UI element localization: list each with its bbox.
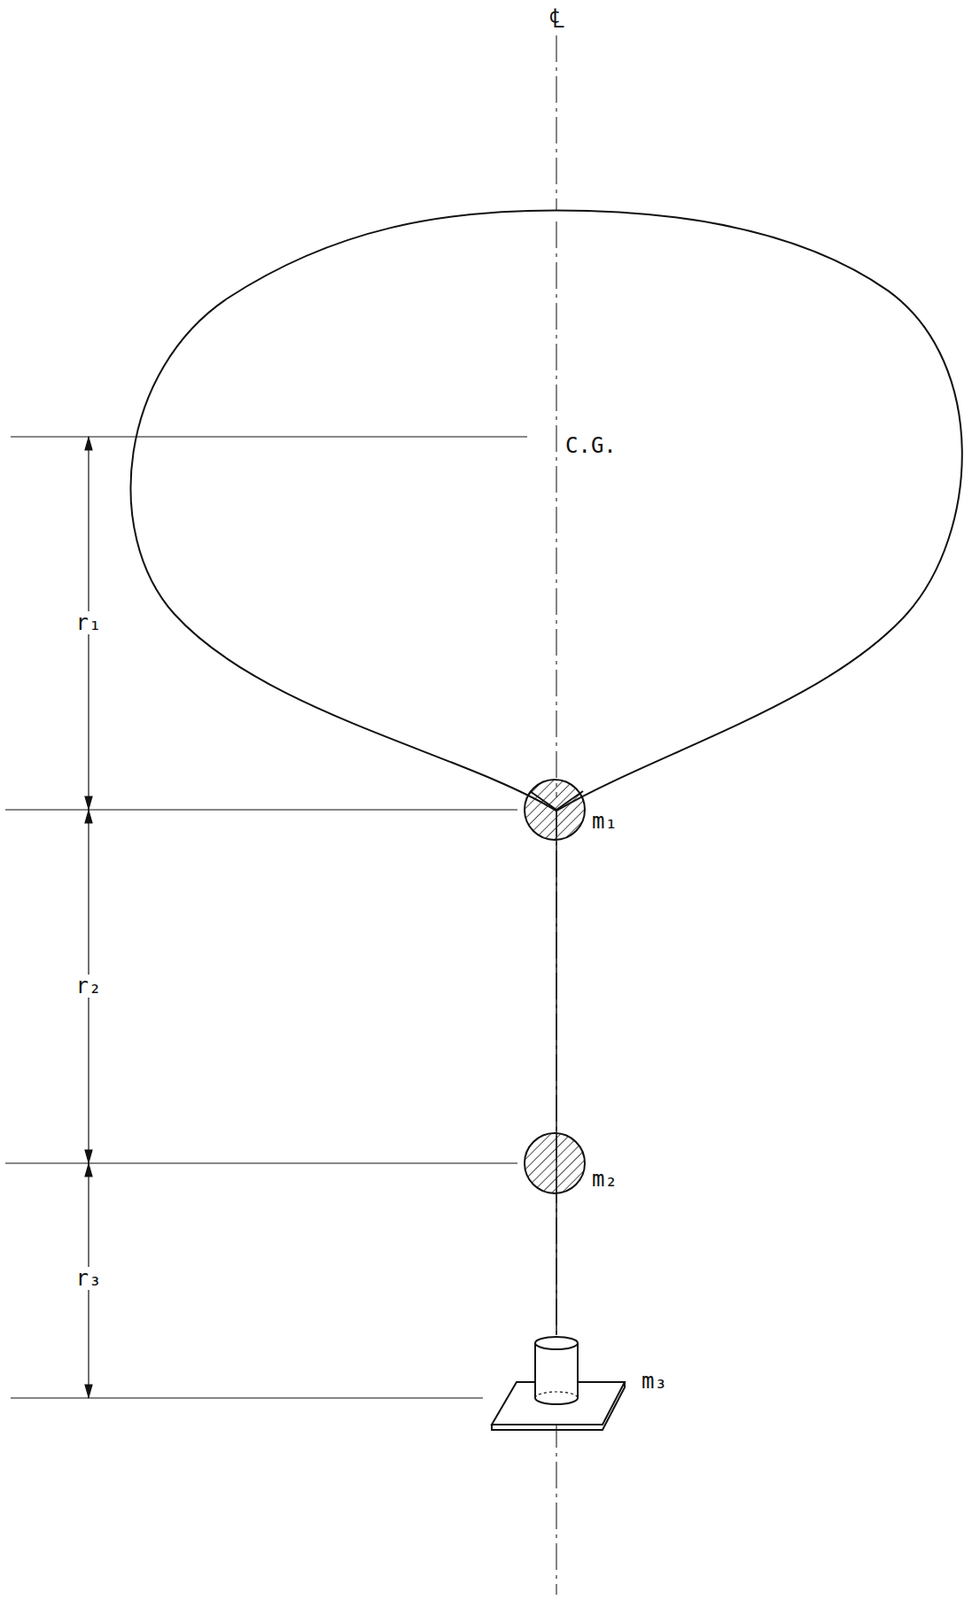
- payload-cylinder-top: [535, 1337, 578, 1350]
- dimension-lines: [85, 436, 93, 1399]
- mass-m2: [524, 1133, 585, 1194]
- suspension-line: [555, 809, 558, 1336]
- balloon-envelope: [134, 214, 958, 807]
- center-of-gravity-label: C.G.: [563, 434, 619, 458]
- extension-line: [5, 808, 518, 810]
- balloon-envelope-inner: [134, 214, 958, 807]
- mass-label: m₁: [590, 809, 620, 833]
- mass-label: m₃: [639, 1369, 669, 1393]
- extension-line: [5, 1162, 518, 1164]
- mass-label: m₂: [590, 1167, 620, 1191]
- payload-cylinder: [535, 1343, 578, 1405]
- dimension-label: r₁: [74, 611, 104, 635]
- extension-line: [10, 1397, 483, 1399]
- dimension-label: r₂: [74, 974, 104, 998]
- mass-m1: [524, 779, 585, 840]
- envelope-attachment: [529, 791, 584, 810]
- centerline-inside: [555, 221, 557, 798]
- centerline-symbol: ℄: [547, 3, 567, 33]
- dimension-label: r₃: [74, 1267, 104, 1291]
- payload-cylinder-hidden: [535, 1391, 578, 1399]
